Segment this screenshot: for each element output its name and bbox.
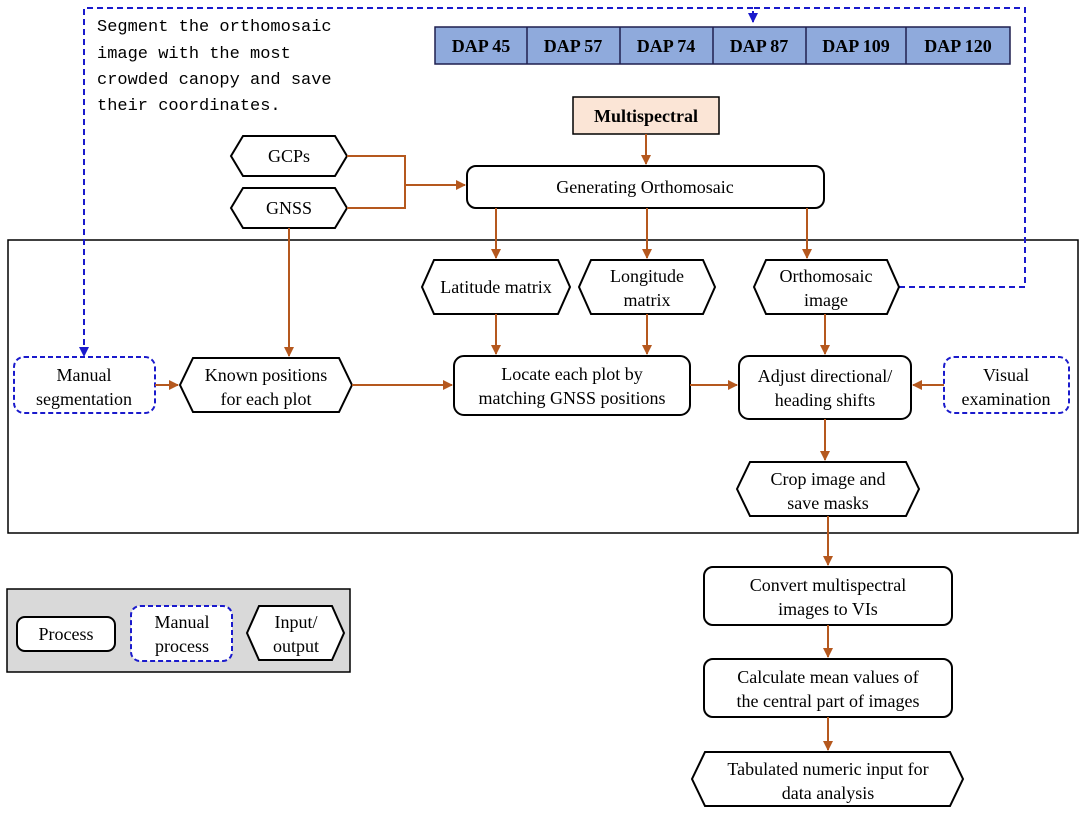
- crop-label-1: Crop image and: [771, 469, 886, 489]
- calc-label-1: Calculate mean values of: [737, 667, 918, 687]
- locate-label-1: Locate each plot by: [501, 364, 642, 384]
- multispectral-label: Multispectral: [594, 106, 698, 126]
- gnss-node: GNSS: [229, 187, 349, 229]
- dap-cell: DAP 120: [924, 36, 992, 56]
- processing-frame: [7, 239, 1079, 534]
- known-label-2: for each plot: [221, 389, 312, 409]
- crop-label-2: save masks: [787, 493, 868, 513]
- dap-cell: DAP 87: [730, 36, 789, 56]
- latitude-matrix-node: Latitude matrix: [420, 259, 572, 315]
- orthomosaic-image-node: Orthomosaic image: [752, 259, 901, 315]
- locate-plot-node: Locate each plot by matching GNSS positi…: [453, 355, 691, 416]
- legend-manual-label-1: Manual: [155, 612, 210, 632]
- crop-image-node: Crop image and save masks: [735, 461, 921, 517]
- generating-label: Generating Orthomosaic: [556, 177, 733, 197]
- longitude-label-1: Longitude: [610, 266, 684, 286]
- dap-cell: DAP 45: [452, 36, 511, 56]
- locate-label-2: matching GNSS positions: [478, 388, 665, 408]
- dap-cell: DAP 109: [822, 36, 890, 56]
- ortho-label-1: Orthomosaic: [780, 266, 873, 286]
- gnss-label: GNSS: [266, 198, 312, 218]
- legend-process-label: Process: [39, 624, 94, 644]
- known-positions-node: Known positions for each plot: [178, 357, 354, 413]
- manual-seg-label-2: segmentation: [36, 389, 132, 409]
- dap-timeline: DAP 45 DAP 57 DAP 74 DAP 87 DAP 109 DAP …: [434, 26, 1011, 65]
- flow-connectors: [155, 134, 944, 751]
- legend-io-label-1: Input/: [275, 612, 318, 632]
- note-line-2: image with the most: [97, 45, 291, 64]
- manual-seg-label-1: Manual: [57, 365, 112, 385]
- calculate-mean-node: Calculate mean values of the central par…: [703, 658, 953, 718]
- manual-segmentation-node: Manual segmentation: [13, 356, 156, 414]
- calc-label-2: the central part of images: [737, 691, 920, 711]
- tab-label-1: Tabulated numeric input for: [727, 759, 928, 779]
- legend-process: Process: [16, 616, 116, 652]
- latitude-label: Latitude matrix: [440, 277, 551, 297]
- convert-label-1: Convert multispectral: [750, 575, 906, 595]
- legend-manual: Manual process: [130, 605, 233, 662]
- generating-orthomosaic-node: Generating Orthomosaic: [466, 165, 825, 209]
- longitude-matrix-node: Longitude matrix: [577, 259, 717, 315]
- known-label-1: Known positions: [205, 365, 328, 385]
- legend: Process Manual process Input/ output: [6, 588, 351, 673]
- ortho-label-2: image: [804, 290, 848, 310]
- tabulated-output-node: Tabulated numeric input for data analysi…: [690, 751, 965, 807]
- feedback-path-left: [79, 7, 753, 357]
- adjust-label-1: Adjust directional/: [758, 366, 892, 386]
- adjust-shifts-node: Adjust directional/ heading shifts: [738, 355, 912, 420]
- note-line-3: crowded canopy and save: [97, 71, 332, 90]
- note-line-1: Segment the orthomosaic: [97, 18, 332, 37]
- visual-label-1: Visual: [983, 365, 1029, 385]
- note-line-4: their coordinates.: [97, 97, 281, 116]
- dap-cell: DAP 74: [637, 36, 696, 56]
- legend-manual-label-2: process: [155, 636, 209, 656]
- gcps-label: GCPs: [268, 146, 310, 166]
- tab-label-2: data analysis: [782, 783, 874, 803]
- visual-examination-node: Visual examination: [943, 356, 1070, 414]
- convert-vis-node: Convert multispectral images to VIs: [703, 566, 953, 626]
- feedback-path-right: [748, 7, 1026, 288]
- gcps-node: GCPs: [229, 135, 349, 177]
- dap-cell: DAP 57: [544, 36, 603, 56]
- adjust-label-2: heading shifts: [775, 390, 876, 410]
- visual-label-2: examination: [962, 389, 1051, 409]
- longitude-label-2: matrix: [624, 290, 671, 310]
- convert-label-2: images to VIs: [778, 599, 878, 619]
- multispectral-node: Multispectral: [572, 96, 720, 135]
- legend-io: Input/ output: [245, 605, 346, 661]
- legend-io-label-2: output: [273, 636, 319, 656]
- segment-note: Segment the orthomosaic image with the m…: [97, 18, 332, 116]
